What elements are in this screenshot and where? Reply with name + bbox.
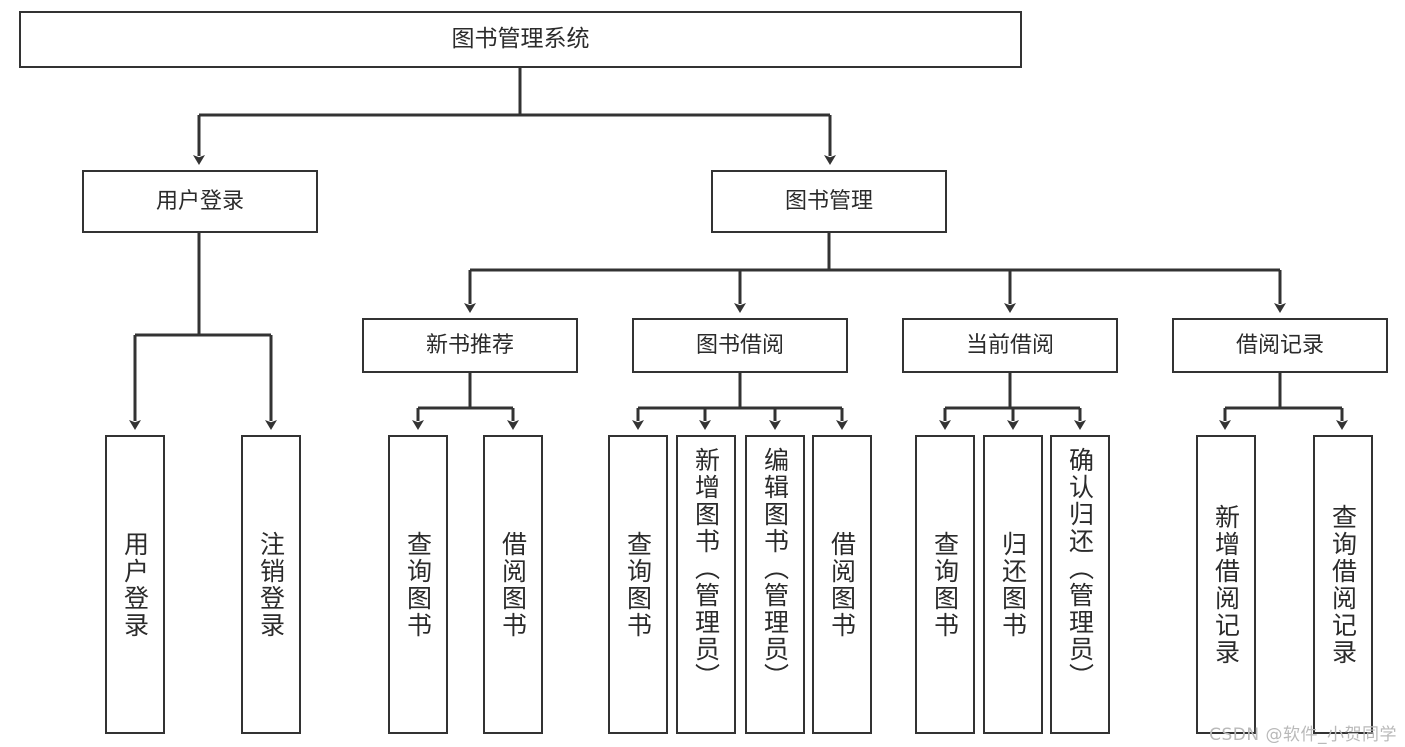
node-leaf-borrow-book-label: 借阅图书 (827, 530, 857, 639)
node-leaf-borrow-book-recommend[interactable]: 借阅图书 (483, 435, 543, 734)
node-leaf-add-book-admin-label: 新增图书（管理员） (691, 447, 721, 690)
node-leaf-query-book-current[interactable]: 查询图书 (915, 435, 975, 734)
node-leaf-query-borrow-record[interactable]: 查询借阅记录 (1313, 435, 1373, 734)
node-book-management[interactable]: 图书管理 (711, 170, 947, 233)
node-book-borrow[interactable]: 图书借阅 (632, 318, 848, 373)
node-leaf-edit-book-admin[interactable]: 编辑图书（管理员） (745, 435, 805, 734)
node-leaf-add-borrow-record-label: 新增借阅记录 (1211, 503, 1241, 666)
node-leaf-add-book-admin[interactable]: 新增图书（管理员） (676, 435, 736, 734)
node-leaf-confirm-return-admin[interactable]: 确认归还（管理员） (1050, 435, 1110, 734)
node-leaf-query-book-current-label: 查询图书 (930, 530, 960, 639)
node-root-system[interactable]: 图书管理系统 (19, 11, 1022, 68)
node-leaf-query-book-borrow[interactable]: 查询图书 (608, 435, 668, 734)
node-current-borrow-label: 当前借阅 (965, 332, 1054, 358)
node-current-borrow[interactable]: 当前借阅 (902, 318, 1118, 373)
node-borrow-record[interactable]: 借阅记录 (1172, 318, 1388, 373)
node-book-borrow-label: 图书借阅 (695, 332, 784, 358)
node-leaf-edit-book-admin-label: 编辑图书（管理员） (760, 447, 790, 690)
node-leaf-query-book-recommend-label: 查询图书 (403, 530, 433, 639)
node-leaf-query-borrow-record-label: 查询借阅记录 (1328, 503, 1358, 666)
node-book-management-label: 图书管理 (784, 188, 873, 214)
node-leaf-query-book-borrow-label: 查询图书 (623, 530, 653, 639)
node-leaf-confirm-return-admin-label: 确认归还（管理员） (1065, 447, 1095, 690)
node-leaf-user-login-label: 用户登录 (120, 530, 150, 639)
csdn-watermark: CSDN @软件_小贺同学 (1209, 725, 1397, 745)
node-root-system-label: 图书管理系统 (451, 26, 590, 53)
node-new-book-recommend-label: 新书推荐 (425, 332, 514, 358)
node-leaf-user-login[interactable]: 用户登录 (105, 435, 165, 734)
node-user-login-label: 用户登录 (155, 188, 244, 214)
node-leaf-logout[interactable]: 注销登录 (241, 435, 301, 734)
node-leaf-borrow-book-recommend-label: 借阅图书 (498, 530, 528, 639)
node-leaf-logout-label: 注销登录 (256, 530, 286, 639)
node-leaf-return-book[interactable]: 归还图书 (983, 435, 1043, 734)
node-leaf-query-book-recommend[interactable]: 查询图书 (388, 435, 448, 734)
node-borrow-record-label: 借阅记录 (1235, 332, 1324, 358)
node-new-book-recommend[interactable]: 新书推荐 (362, 318, 578, 373)
node-leaf-return-book-label: 归还图书 (998, 530, 1028, 639)
node-user-login[interactable]: 用户登录 (82, 170, 318, 233)
node-leaf-borrow-book[interactable]: 借阅图书 (812, 435, 872, 734)
node-leaf-add-borrow-record[interactable]: 新增借阅记录 (1196, 435, 1256, 734)
